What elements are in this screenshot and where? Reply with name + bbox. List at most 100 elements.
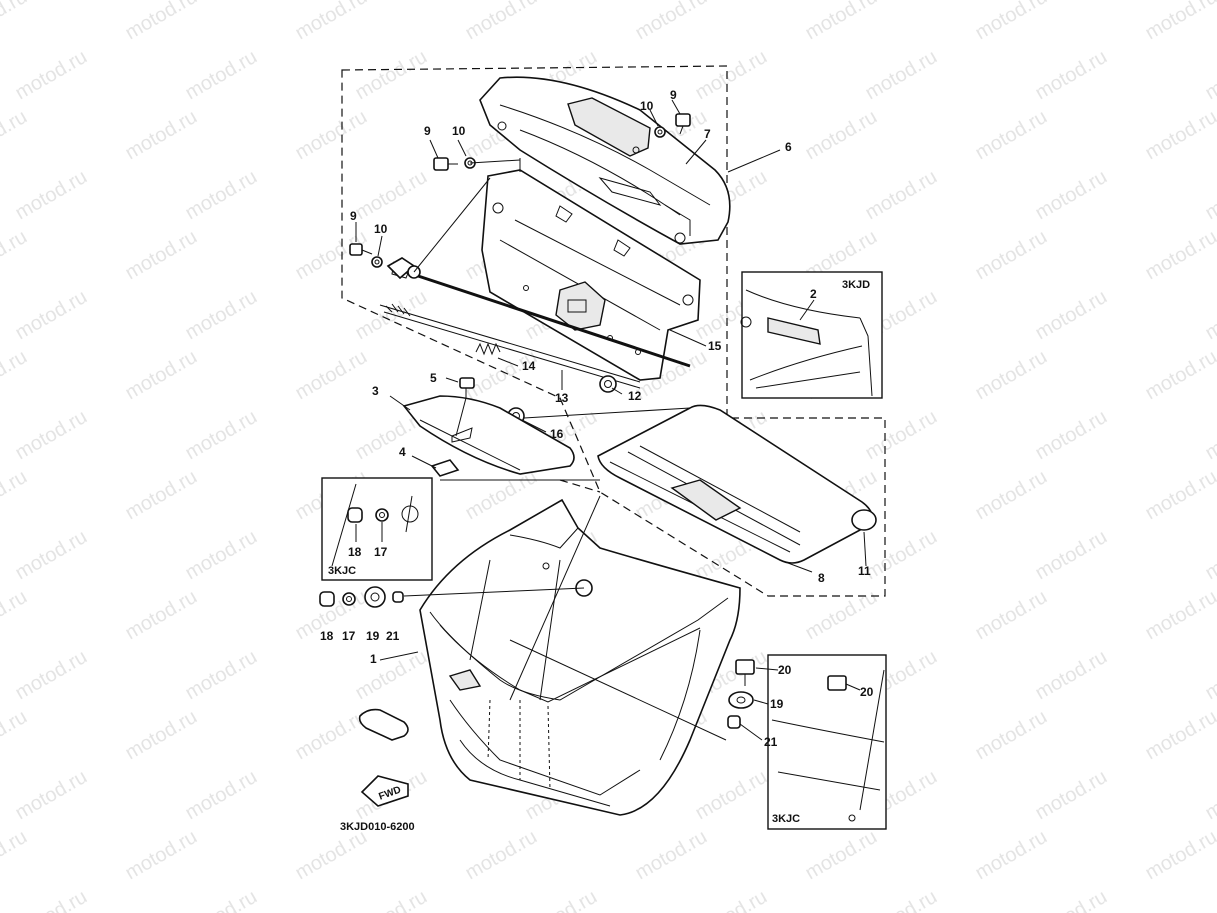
watermark-text: motod.ru [292,0,371,44]
small-lid-3 [402,395,575,475]
callout-15: 15 [708,339,722,353]
variant-label-3kjd: 3KJD [842,279,870,291]
watermark-text: motod.ru [12,766,91,825]
watermark-text: motod.ru [1142,826,1217,885]
watermark-text: motod.ru [292,346,371,405]
grommet-19-right [728,691,754,709]
callout-17-inset: 17 [374,545,388,559]
watermark-text: motod.ru [1032,646,1111,705]
watermark-text: motod.ru [1142,346,1217,405]
watermark-text: motod.ru [12,406,91,465]
watermark-text: motod.ru [1202,886,1217,913]
callout-9-mid: 9 [424,124,431,138]
watermark-text: motod.ru [1142,706,1217,765]
callout-7: 7 [704,127,711,141]
watermark-text: motod.ru [632,0,711,44]
watermark-text: motod.ru [182,526,261,585]
watermark-text: motod.ru [862,886,941,913]
watermark-text: motod.ru [1032,46,1111,105]
callout-13: 13 [555,391,569,405]
fwd-arrow-icon [360,775,409,807]
watermark-text: motod.ru [632,826,711,885]
leader [413,177,491,273]
callout-14: 14 [522,359,536,373]
watermark-text: motod.ru [12,526,91,585]
watermark-text: motod.ru [522,886,601,913]
watermark-text: motod.ru [1032,286,1111,345]
inset-3kjc-right [767,654,887,830]
watermark-text: motod.ru [182,46,261,105]
callout-12: 12 [628,389,642,403]
watermark-text: motod.ru [802,826,881,885]
watermark-text: motod.ru [1202,46,1217,105]
watermark-text: motod.ru [972,226,1051,285]
watermark-text: motod.ru [1032,166,1111,225]
leader [403,587,585,597]
callout-4: 4 [399,445,406,459]
callout-20: 20 [778,663,792,677]
watermark-text: motod.ru [0,586,31,645]
leader [469,159,521,164]
callout-2: 2 [810,287,817,301]
watermark-text: motod.ru [0,706,31,765]
watermark-text: motod.ru [122,226,201,285]
watermark-text: motod.ru [692,766,771,825]
watermark-text: motod.ru [182,766,261,825]
watermark-text: motod.ru [0,0,31,44]
watermark-text: motod.ru [802,0,881,44]
callout-leaders [355,99,867,741]
watermark-text: motod.ru [1032,886,1111,913]
watermark-text: motod.ru [462,826,541,885]
watermark-text: motod.ru [352,166,431,225]
watermark-text: motod.ru [972,346,1051,405]
callout-19: 19 [366,629,380,643]
watermark-text: motod.ru [462,466,541,525]
watermark-text: motod.ru [12,46,91,105]
watermark-text: motod.ru [462,0,541,44]
watermark-text: motod.ru [972,586,1051,645]
watermark-text: motod.ru [0,346,31,405]
callout-9-left: 9 [350,209,357,223]
collar-21-right [727,715,741,729]
watermark-text: motod.ru [1202,766,1217,825]
lid-cover-7 [479,76,731,245]
watermark-text: motod.ru [122,106,201,165]
callout-9-top: 9 [670,88,677,102]
callout-16: 16 [550,427,564,441]
box-body-1 [419,498,741,816]
assembly-outline-lower [559,479,601,493]
bracket-4 [430,459,460,477]
watermark-text: motod.ru [182,886,261,913]
watermark-text: motod.ru [182,166,261,225]
washer-17 [342,592,356,606]
watermark-text: motod.ru [122,0,201,44]
leader [509,639,727,741]
watermark-text: motod.ru [1032,766,1111,825]
watermark-text: motod.ru [972,106,1051,165]
watermark-text: motod.ru [292,826,371,885]
callout-21: 21 [386,629,400,643]
inset-3kjc-left [321,477,433,581]
watermark-text: motod.ru [0,226,31,285]
watermark-text: motod.ru [972,706,1051,765]
watermark-text: motod.ru [352,46,431,105]
watermark-text: motod.ru [122,706,201,765]
watermark-text: motod.ru [182,646,261,705]
watermark-text: motod.ru [0,466,31,525]
callout-18: 18 [320,629,334,643]
callout-20-inset: 20 [860,685,874,699]
callout-17: 17 [342,629,356,643]
watermark-text: motod.ru [12,886,91,913]
watermark-text: motod.ru [1142,226,1217,285]
variant-label-3kjc-right: 3KJC [772,813,800,825]
watermark-text: motod.ru [972,0,1051,44]
rubber-pad [358,708,409,741]
collar-21 [392,591,404,603]
watermark-text: motod.ru [182,286,261,345]
callout-19-right: 19 [770,697,784,711]
grommet-18 [319,591,335,607]
watermark-text: motod.ru [182,406,261,465]
callout-18-inset: 18 [348,545,362,559]
callout-21-right: 21 [764,735,778,749]
watermark-text: motod.ru [802,106,881,165]
